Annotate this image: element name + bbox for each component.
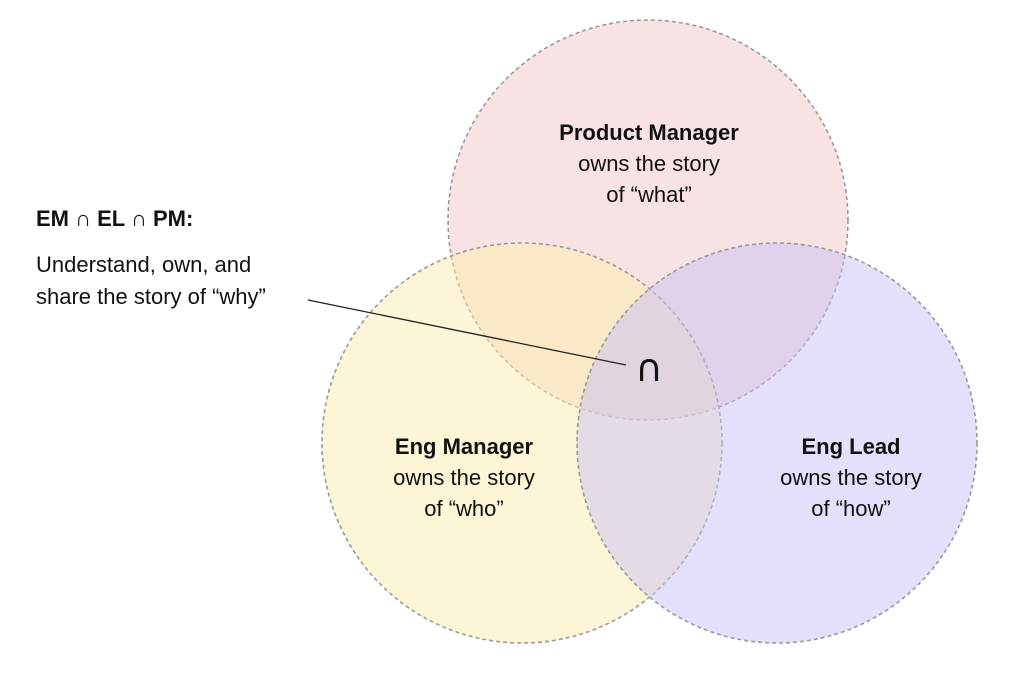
intersection-symbol: ∩	[635, 346, 663, 390]
annotation-leader-line	[307, 299, 627, 366]
product-manager-line1: owns the story	[578, 151, 720, 176]
eng-lead-circle	[576, 242, 978, 644]
eng-manager-line2: of “who”	[424, 496, 503, 521]
annotation-line1: Understand, own, and	[36, 252, 251, 277]
annotation-line2: share the story of “why”	[36, 284, 266, 309]
eng-lead-title: Eng Lead	[801, 434, 900, 459]
eng-manager-title: Eng Manager	[395, 434, 534, 459]
annotation-heading: EM ∩ EL ∩ PM:	[36, 206, 193, 231]
eng-lead-line1: owns the story	[780, 465, 922, 490]
product-manager-title: Product Manager	[559, 120, 739, 145]
eng-manager-line1: owns the story	[393, 465, 535, 490]
eng-lead-line2: of “how”	[811, 496, 890, 521]
product-manager-line2: of “what”	[606, 182, 692, 207]
